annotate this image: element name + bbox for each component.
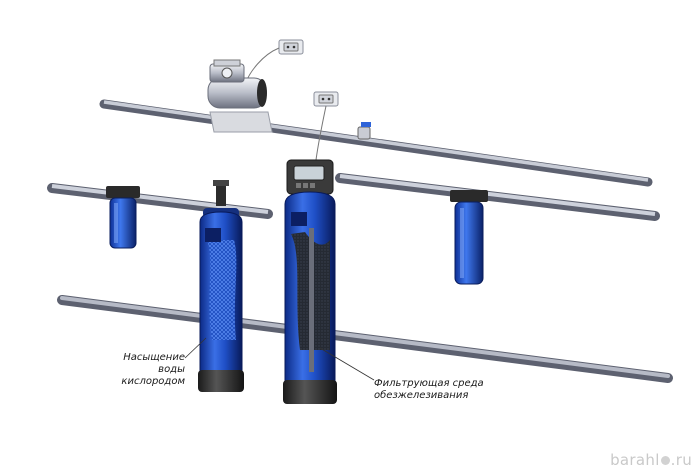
ball-valve-icon — [357, 122, 371, 140]
aeration-column — [198, 180, 244, 392]
filter-media-label: Фильтрующая среда обезжелезивания — [374, 378, 494, 402]
watermark-text-left: barahl — [610, 451, 660, 469]
watermark-dot-icon — [660, 456, 670, 465]
watermark-text-right: .ru — [670, 451, 692, 469]
filter-media-label-line1: Фильтрующая среда — [374, 378, 484, 389]
filter-column — [283, 159, 337, 404]
filter-housing-icon — [106, 186, 140, 249]
leader-line — [319, 347, 375, 381]
upper-pipe — [99, 99, 653, 214]
watermark: barahl .ru — [610, 451, 692, 469]
aeration-label-line2: кислородом — [121, 376, 185, 387]
air-compressor-icon — [207, 59, 273, 133]
compressor-line — [170, 66, 210, 205]
power-outlet-icon — [313, 91, 339, 161]
aeration-label: Насыщение воды кислородом — [101, 352, 185, 388]
drain-pipe — [57, 295, 673, 383]
filter-housing-icon — [450, 190, 488, 285]
power-outlet-icon — [245, 39, 304, 83]
main-pipe — [47, 167, 660, 340]
filter-media-label-line2: обезжелезивания — [374, 390, 469, 401]
aeration-label-line1: Насыщение воды — [123, 352, 185, 375]
leader-line — [184, 337, 207, 359]
